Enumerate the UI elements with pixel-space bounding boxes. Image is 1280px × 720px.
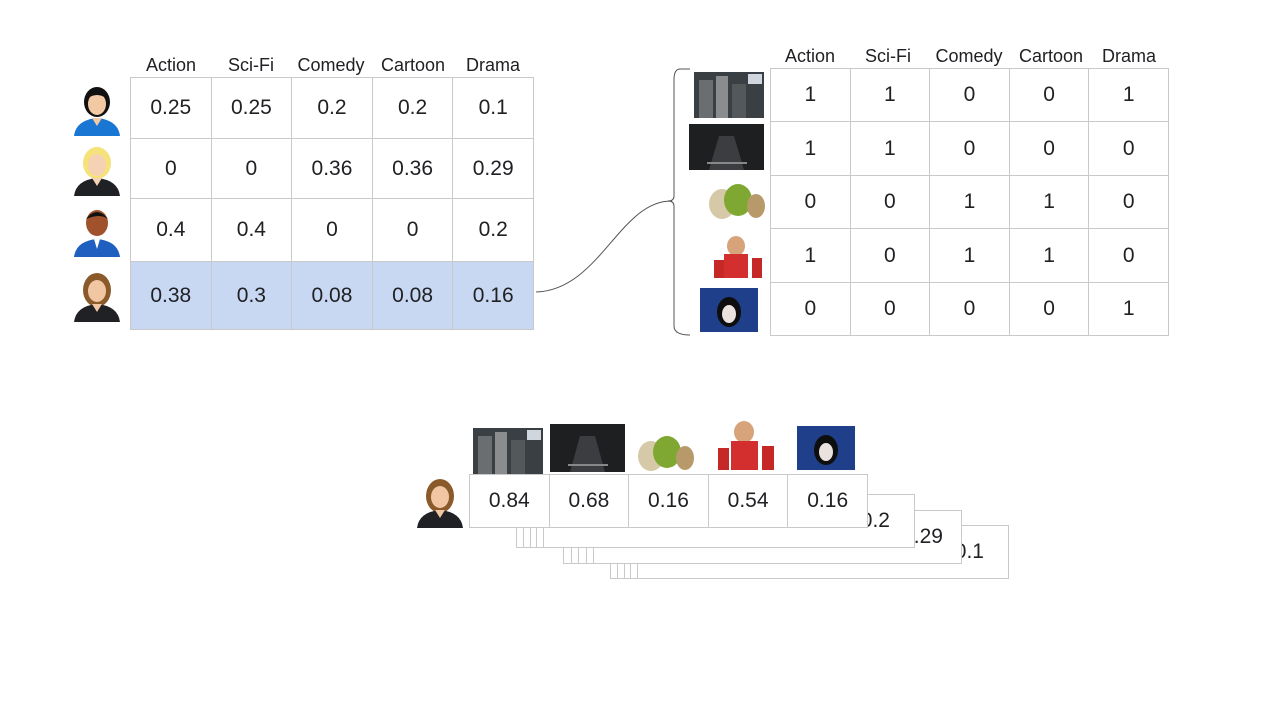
result-cell: 0.68 <box>548 474 630 528</box>
user-avatar-icon <box>74 273 120 322</box>
matrix-cell: 1 <box>1088 282 1169 336</box>
result-cell: 0.54 <box>707 474 789 528</box>
user-avatar-icon <box>74 147 120 196</box>
matrix-cell: 0.08 <box>371 261 454 330</box>
matrix-cell: 0 <box>291 198 373 262</box>
table-row: 0.84 0.68 0.16 0.54 0.16 <box>469 474 868 528</box>
matrix-cell: 0 <box>770 175 851 229</box>
amelie-poster <box>797 426 855 470</box>
matrix-cell: 0.25 <box>130 77 212 139</box>
header-genre: Drama <box>1101 46 1156 66</box>
matrix-cell: 0 <box>1008 68 1090 122</box>
matrix-cell: 0.2 <box>371 77 454 139</box>
matrix-cell: 1 <box>1008 175 1090 229</box>
header-genre: Cartoon <box>380 55 446 75</box>
matrix-cell: 0 <box>210 138 293 199</box>
header-genre: Drama <box>465 55 520 75</box>
table-row: 0.4 0.4 0 0 0.2 <box>130 198 534 262</box>
matrix-cell: 1 <box>849 121 931 176</box>
table-row: 1 1 0 0 1 <box>770 68 1169 122</box>
incredibles-poster <box>710 230 766 278</box>
matrix-cell: 0 <box>130 138 212 199</box>
header-genre: Comedy <box>935 46 1003 66</box>
matrix-cell: 0 <box>849 175 931 229</box>
table-row: 1 1 0 0 0 <box>770 121 1169 176</box>
user-avatar-icon <box>417 479 463 528</box>
header-genre: Sci-Fi <box>865 46 911 66</box>
matrix-cell: 0.16 <box>452 261 534 330</box>
table-row: 0 0 0.36 0.36 0.29 <box>130 138 534 199</box>
incredibles-poster <box>714 414 778 470</box>
matrix-cell: 0 <box>1088 121 1169 176</box>
matrix-cell: 0.25 <box>210 77 293 139</box>
user-avatar-icon <box>74 210 120 257</box>
amelie-poster <box>700 288 758 332</box>
matrix-cell: 1 <box>929 175 1010 229</box>
matrix-cell: 1 <box>849 68 931 122</box>
dark-knight-poster <box>689 124 764 170</box>
matrix-cell: 0.36 <box>371 138 454 199</box>
matrix-cell: 0.36 <box>291 138 373 199</box>
matrix-cell: 0 <box>770 282 851 336</box>
result-cell: 0.84 <box>469 474 550 528</box>
matrix-cell: 0.2 <box>291 77 373 139</box>
result-cell: 0.16 <box>628 474 709 528</box>
header-genre: Comedy <box>297 55 365 75</box>
movie-genre-matrix: 1 1 0 0 1 1 1 0 0 0 0 0 1 1 0 1 0 1 1 0 … <box>770 68 1169 336</box>
matrix-cell: 0 <box>849 282 931 336</box>
matrix-cell: 0 <box>371 198 454 262</box>
star-wars-poster <box>473 428 543 474</box>
user-avatar-icon <box>74 87 120 136</box>
matrix-cell: 0 <box>1008 282 1090 336</box>
matrix-cell: 0 <box>849 228 931 283</box>
matrix-cell: 0 <box>1088 228 1169 283</box>
dark-knight-poster <box>550 424 625 472</box>
user-genre-matrix: 0.25 0.25 0.2 0.2 0.1 0 0 0.36 0.36 0.29… <box>130 77 534 330</box>
matrix-cell: 0 <box>929 282 1010 336</box>
matrix-cell: 0.3 <box>210 261 293 330</box>
table-row-highlighted: 0.38 0.3 0.08 0.08 0.16 <box>130 261 534 330</box>
matrix-cell: 0.38 <box>130 261 212 330</box>
table-row: 1 0 1 1 0 <box>770 228 1169 283</box>
matrix-cell: 0.4 <box>210 198 293 262</box>
table-row: 0 0 1 1 0 <box>770 175 1169 229</box>
shrek-poster <box>633 428 695 474</box>
matrix-cell: 0.1 <box>452 77 534 139</box>
header-genre: Sci-Fi <box>228 55 274 75</box>
table-row: 0.25 0.25 0.2 0.2 0.1 <box>130 77 534 139</box>
header-genre: Action <box>145 55 197 75</box>
header-genre: Action <box>784 46 836 66</box>
matrix-cell: 0 <box>929 121 1010 176</box>
table-row: 0 0 0 0 1 <box>770 282 1169 336</box>
matrix-cell: 0.29 <box>452 138 534 199</box>
matrix-cell: 0.2 <box>452 198 534 262</box>
matrix-cell: 1 <box>770 228 851 283</box>
result-cell: 0.16 <box>787 474 868 528</box>
matrix-cell: 0 <box>929 68 1010 122</box>
matrix-cell: 0.08 <box>291 261 373 330</box>
matrix-cell: 1 <box>770 68 851 122</box>
matrix-cell: 1 <box>1008 228 1090 283</box>
header-genre: Cartoon <box>1018 46 1084 66</box>
shrek-poster <box>704 176 766 222</box>
matrix-cell: 0 <box>1008 121 1090 176</box>
matrix-cell: 0 <box>1088 175 1169 229</box>
matrix-cell: 1 <box>770 121 851 176</box>
result-row-table: 0.84 0.68 0.16 0.54 0.16 <box>469 474 868 528</box>
matrix-cell: 1 <box>929 228 1010 283</box>
matrix-cell: 1 <box>1088 68 1169 122</box>
star-wars-poster <box>694 72 764 118</box>
matrix-cell: 0.4 <box>130 198 212 262</box>
